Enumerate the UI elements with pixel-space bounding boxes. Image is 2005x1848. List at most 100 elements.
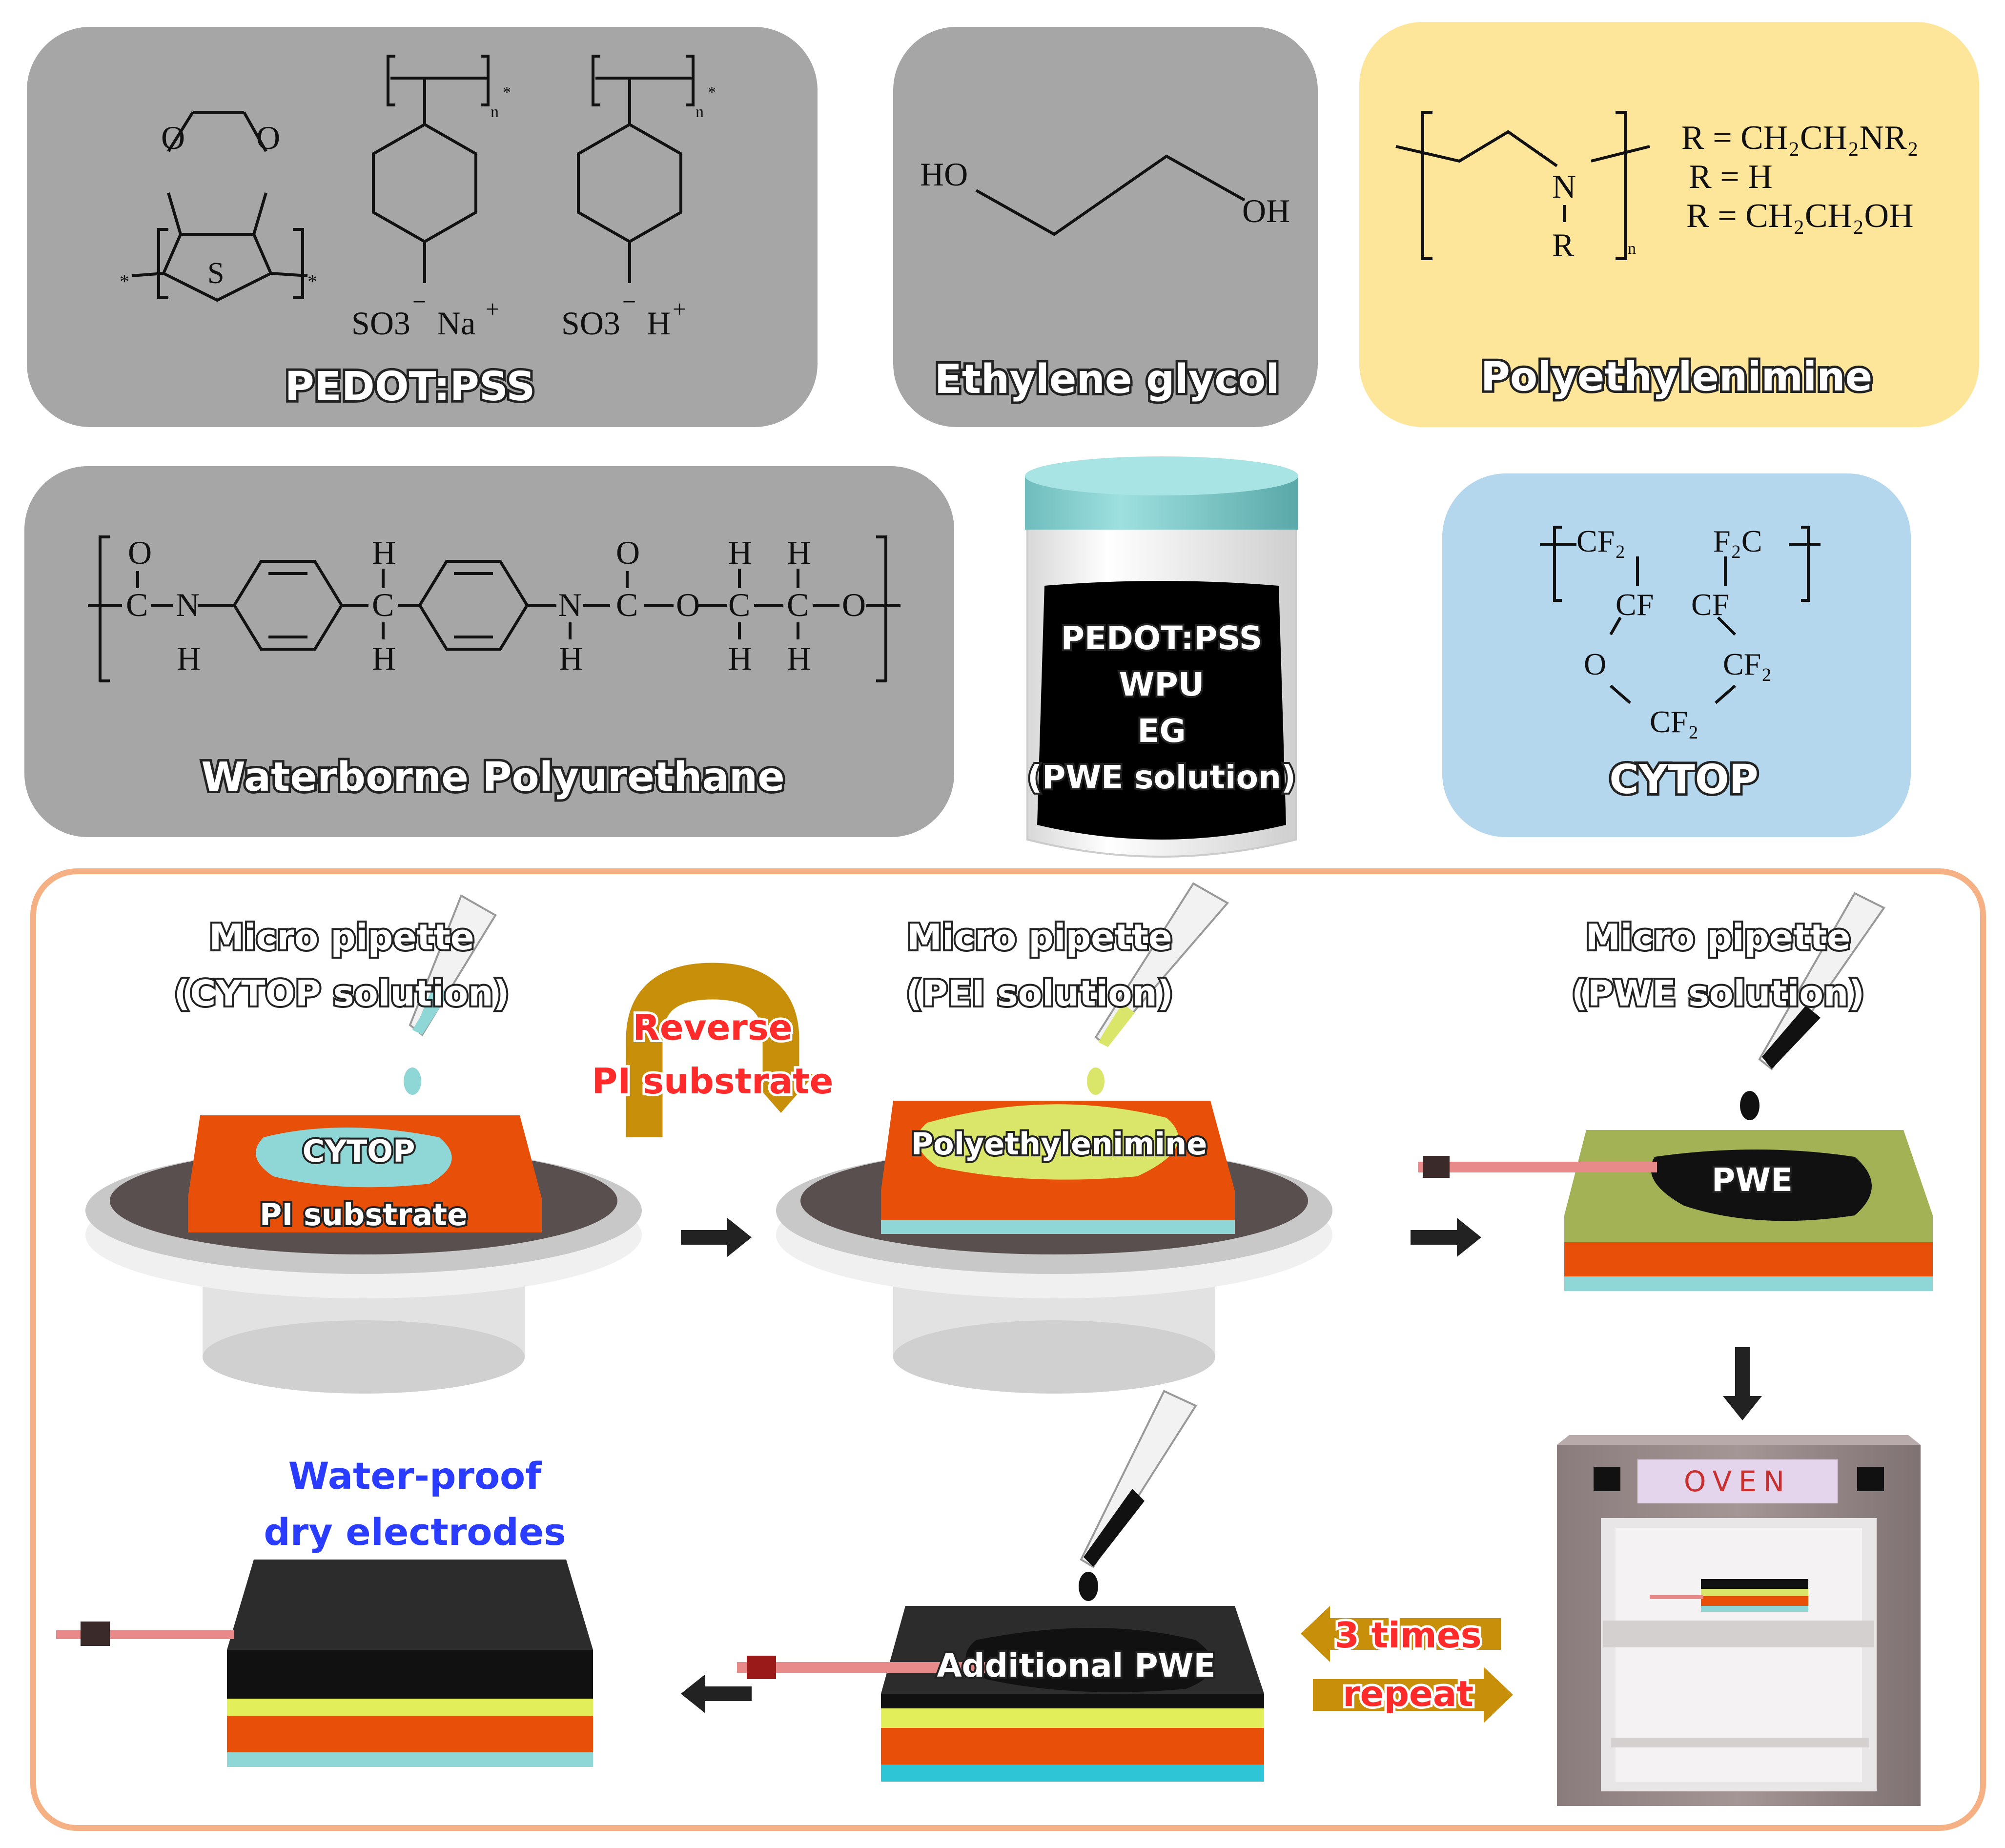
jar-line1: PEDOT:PSS [1061, 619, 1263, 657]
pedot-o-right: O [256, 119, 280, 156]
cytop-cf2-b: CF₂ [1723, 647, 1772, 681]
repeat-line2: repeat [1343, 1673, 1473, 1714]
reverse-line1: Reverse [633, 1007, 792, 1048]
wpu-title: Waterborne Polyurethane [201, 754, 784, 801]
pedot-s: S [207, 257, 224, 290]
step3-pipette-line2: (PWE solution) [1572, 973, 1864, 1014]
wpu-h4: H [559, 640, 583, 677]
pss-na: Na [437, 305, 475, 342]
ethylene-glycol-title: Ethylene glycol [935, 356, 1280, 403]
wpu-h5: H [728, 534, 752, 571]
step1-pipette: Micro pipette (CYTOP solution) [172, 894, 511, 1095]
step5-electrode: Additional PWE [737, 1606, 1264, 1782]
pei-n: N [1552, 168, 1576, 205]
wpu-o1: O [128, 534, 152, 571]
cytop-cf2-a: CF₂ [1576, 524, 1626, 558]
pss-h-star: * [708, 83, 716, 102]
cytop-panel: CF₂ F₂C CF CF O CF₂ CF₂ CYTOP [1442, 473, 1911, 837]
step3-pipette: Micro pipette (PWE solution) [1570, 892, 1885, 1120]
repeat-arrows: 3 times repeat [1301, 1606, 1513, 1723]
pss-na-star: * [503, 83, 511, 102]
process-panel: CYTOP PI substrate Micro pipette (CYTOP … [30, 868, 1986, 1831]
step1-pipette-line2: (CYTOP solution) [174, 973, 509, 1014]
step2-pipette: Micro pipette (PEI solution) [904, 882, 1229, 1095]
wpu-c2: C [372, 586, 394, 623]
ethylene-glycol-panel: HO OH Ethylene glycol [893, 27, 1318, 427]
pei-r: R [1552, 226, 1575, 264]
wpu-c5: C [787, 586, 809, 623]
step1-cytop-label: CYTOP [303, 1133, 415, 1169]
step1-spin-coater: CYTOP PI substrate [85, 1115, 642, 1394]
wpu-h3: H [372, 640, 396, 677]
final-electrode: Water-proof dry electrodes [56, 1452, 593, 1767]
pss-na-n: n [491, 103, 499, 121]
pei-r3: R = CH₂CH₂OH [1686, 197, 1914, 235]
pei-n-sub: n [1628, 240, 1636, 258]
cytop-title: CYTOP [1609, 757, 1758, 803]
pss-so3-h: SO3 [561, 305, 620, 342]
wpu-h2: H [372, 534, 396, 571]
pei-r2: R = H [1689, 158, 1773, 196]
pss-na-charge: + [486, 295, 499, 323]
reverse-arrow: Reverse PI substrate [590, 963, 836, 1137]
jar-line2: WPU [1119, 666, 1205, 703]
cytop-f2c: F₂C [1713, 524, 1762, 558]
pedot-pss-title: PEDOT:PSS [285, 364, 535, 410]
pedot-o-left: O [161, 119, 185, 156]
step5-pipette [1079, 1390, 1197, 1601]
polyethylenimine-title: Polyethylenimine [1481, 354, 1872, 400]
wpu-o2: O [616, 534, 640, 571]
arrow-step3-to-oven [1723, 1347, 1762, 1420]
pss-so3-na-charge: − [412, 288, 426, 315]
polyethylenimine-panel: N R n R = CH₂CH₂NR₂ R = H R = CH₂CH₂OH P… [1359, 22, 1979, 427]
step2-spin-coater: Polyethylenimine [776, 1101, 1332, 1394]
wpu-panel: O C N H H C H N H O C O H C H H C H O Wa… [24, 466, 954, 837]
jar-line4: (PWE solution) [1027, 759, 1296, 796]
pss-h-n: n [696, 103, 704, 121]
cytop-o: O [1584, 647, 1606, 681]
wpu-n1: N [176, 586, 200, 623]
cytop-cf-b: CF [1691, 587, 1729, 622]
final-line1: Water-proof [288, 1454, 542, 1498]
step1-substrate-label: PI substrate [260, 1197, 468, 1232]
repeat-line1: 3 times [1335, 1615, 1482, 1656]
jar-line3: EG [1137, 712, 1186, 750]
wpu-c4: C [728, 586, 750, 623]
wpu-c3: C [616, 586, 638, 623]
final-line2: dry electrodes [264, 1510, 566, 1554]
wpu-o3: O [676, 586, 700, 623]
cytop-cf2-c: CF₂ [1650, 704, 1699, 739]
step3-electrode: PWE [1418, 1130, 1933, 1291]
arrow-step1-to-step2 [681, 1218, 752, 1257]
pwe-jar: PEDOT:PSS WPU EG (PWE solution) [1025, 456, 1298, 858]
wpu-o4: O [842, 586, 866, 623]
step5-label: Additional PWE [937, 1647, 1215, 1684]
pedot-star-right: * [307, 270, 317, 292]
pss-h: H [647, 305, 671, 342]
step3-pwe-label: PWE [1712, 1161, 1793, 1199]
wpu-c1: C [126, 586, 148, 623]
wpu-h1: H [177, 640, 201, 677]
pss-so3-na: SO3 [351, 305, 410, 342]
wpu-h8: H [787, 640, 811, 677]
step1-pipette-line1: Micro pipette [209, 917, 474, 958]
wpu-n2: N [558, 586, 582, 623]
arrow-step2-to-step3 [1411, 1218, 1481, 1257]
eg-ho: HO [920, 156, 968, 193]
pedot-star-left: * [120, 270, 129, 292]
pss-so3-h-charge: − [622, 288, 636, 315]
step2-pei-label: Polyethylenimine [911, 1126, 1207, 1162]
wpu-h7: H [787, 534, 811, 571]
pei-r1: R = CH₂CH₂NR₂ [1681, 119, 1919, 157]
step2-pipette-line2: (PEI solution) [906, 973, 1173, 1014]
wpu-h6: H [728, 640, 752, 677]
step3-pipette-line1: Micro pipette [1585, 917, 1850, 958]
oven-label: OVEN [1684, 1465, 1791, 1498]
cytop-cf-a: CF [1616, 587, 1654, 622]
reverse-line2: PI substrate [592, 1061, 834, 1102]
pedot-pss-panel: O O S * * n * n * SO3 − Na + SO3 − H + P… [27, 27, 818, 427]
step2-pipette-line1: Micro pipette [907, 917, 1172, 958]
oven: OVEN [1557, 1435, 1921, 1806]
